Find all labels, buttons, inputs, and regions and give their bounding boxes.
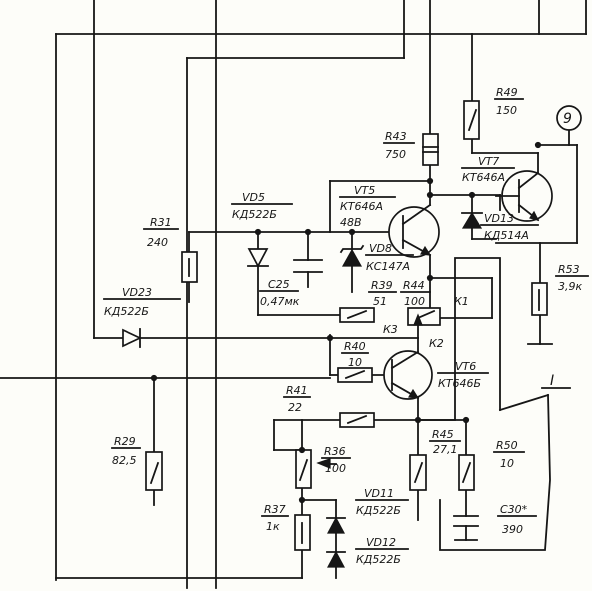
label-r37-ref: R37 [264, 503, 286, 516]
diode-vd13 [461, 211, 483, 229]
label-r44-value: 100 [404, 295, 425, 308]
label-vt5-value: КТ646А [340, 200, 383, 213]
terminal-9 [556, 105, 582, 131]
label-vd5-value: КД522Б [232, 208, 277, 221]
resistors [145, 100, 548, 551]
label-mark-i: I [550, 373, 554, 389]
label-r53-value: 3,9к [558, 280, 582, 293]
capacitor-c30 [453, 515, 479, 527]
resistor-r44 [407, 307, 441, 326]
label-node-9: 9 [563, 111, 572, 127]
label-r41-value: 22 [288, 401, 302, 414]
label-r39-ref: R39 [371, 279, 393, 292]
label-r40-value: 10 [348, 356, 362, 369]
label-vt6-value: КТ646Б [438, 377, 481, 390]
label-c25-value: 0,47мк [260, 295, 300, 308]
label-r36-value: 100 [325, 462, 346, 475]
label-r31-ref: R31 [150, 216, 172, 229]
transistor-vt6 [383, 350, 433, 400]
label-vt6-ref: VT6 [455, 360, 476, 373]
label-vt7-ref: VT7 [478, 155, 499, 168]
transistor-vt7 [495, 170, 553, 222]
resistor-r43 [422, 133, 439, 166]
label-r45-ref: R45 [432, 428, 454, 441]
junction-dots [150, 141, 542, 504]
label-r44-ref: R44 [403, 279, 425, 292]
label-vd13-ref: VD13 [484, 212, 514, 225]
label-r43-ref: R43 [385, 130, 407, 143]
label-r53-ref: R53 [558, 263, 580, 276]
label-k3: К3 [383, 323, 398, 336]
label-r39-value: 51 [373, 295, 387, 308]
label-vd5-ref: VD5 [242, 191, 265, 204]
label-r49-ref: R49 [496, 86, 518, 99]
label-r50-ref: R50 [496, 439, 518, 452]
label-vd23-value: КД522Б [104, 305, 149, 318]
label-vd8-ref: VD8 [369, 242, 392, 255]
label-r36-ref: R36 [324, 445, 346, 458]
wiper-arrow-r36 [316, 458, 331, 469]
diode-vd11 [326, 516, 346, 534]
label-r45-value: 27,1 [433, 443, 458, 456]
label-vd11-ref: VD11 [364, 487, 394, 500]
label-r49-value: 150 [496, 104, 517, 117]
label-r37-value: 1к [266, 520, 280, 533]
label-vt5-ref: VT5 [354, 184, 375, 197]
label-r41-ref: R41 [286, 384, 308, 397]
label-vd8-value: КС147А [366, 260, 410, 273]
diode-vd5 [247, 248, 269, 268]
label-vt7-value: КТ646А [462, 171, 505, 184]
capacitor-c25 [293, 259, 323, 273]
wiper-arrow-r44 [413, 313, 423, 326]
label-vt5-note: 48В [340, 216, 362, 229]
label-c25-ref: C25 [268, 278, 290, 291]
label-vd12-value: КД522Б [356, 553, 401, 566]
label-vd13-value: КД514А [484, 229, 529, 242]
label-r43-value: 750 [385, 148, 406, 161]
label-vd11-value: КД522Б [356, 504, 401, 517]
zener-vd8 [339, 244, 365, 267]
label-vd23-ref: VD23 [122, 286, 152, 299]
label-r40-ref: R40 [344, 340, 366, 353]
label-k2: К2 [429, 337, 444, 350]
label-r29-value: 82,5 [112, 454, 137, 467]
transistor-vt5 [388, 203, 440, 258]
label-r50-value: 10 [500, 457, 514, 470]
labels: R49 150 9 R43 750 VT7 КТ646А VT5 КТ646А … [103, 86, 589, 566]
resistor-r29 [145, 451, 163, 491]
label-r29-ref: R29 [114, 435, 136, 448]
label-k1: К1 [454, 295, 469, 308]
label-r31-value: 240 [147, 236, 168, 249]
resistor-r49 [463, 100, 480, 140]
label-c30-ref: C30* [500, 503, 528, 516]
label-vd12-ref: VD12 [366, 536, 396, 549]
diode-vd12 [326, 532, 346, 579]
label-c30-value: 390 [502, 523, 523, 536]
diode-vd23 [122, 328, 142, 348]
